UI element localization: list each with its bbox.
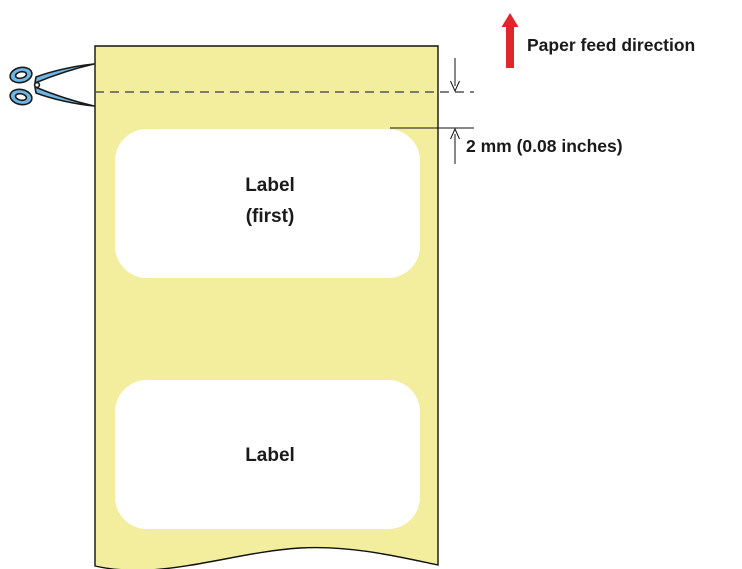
label-second-title: Label	[245, 445, 295, 466]
gap-measurement-label: 2 mm (0.08 inches)	[466, 136, 623, 156]
arrow-up-icon	[501, 13, 519, 68]
dimension-arrow-down	[450, 58, 460, 93]
label-first-title: Label	[245, 175, 295, 196]
dimension-arrow-up	[450, 127, 460, 164]
scissors-icon	[9, 63, 95, 107]
feed-direction-label: Paper feed direction	[527, 35, 695, 55]
label-first	[115, 129, 420, 278]
label-second	[115, 380, 420, 529]
label-first-subtitle: (first)	[246, 206, 295, 227]
